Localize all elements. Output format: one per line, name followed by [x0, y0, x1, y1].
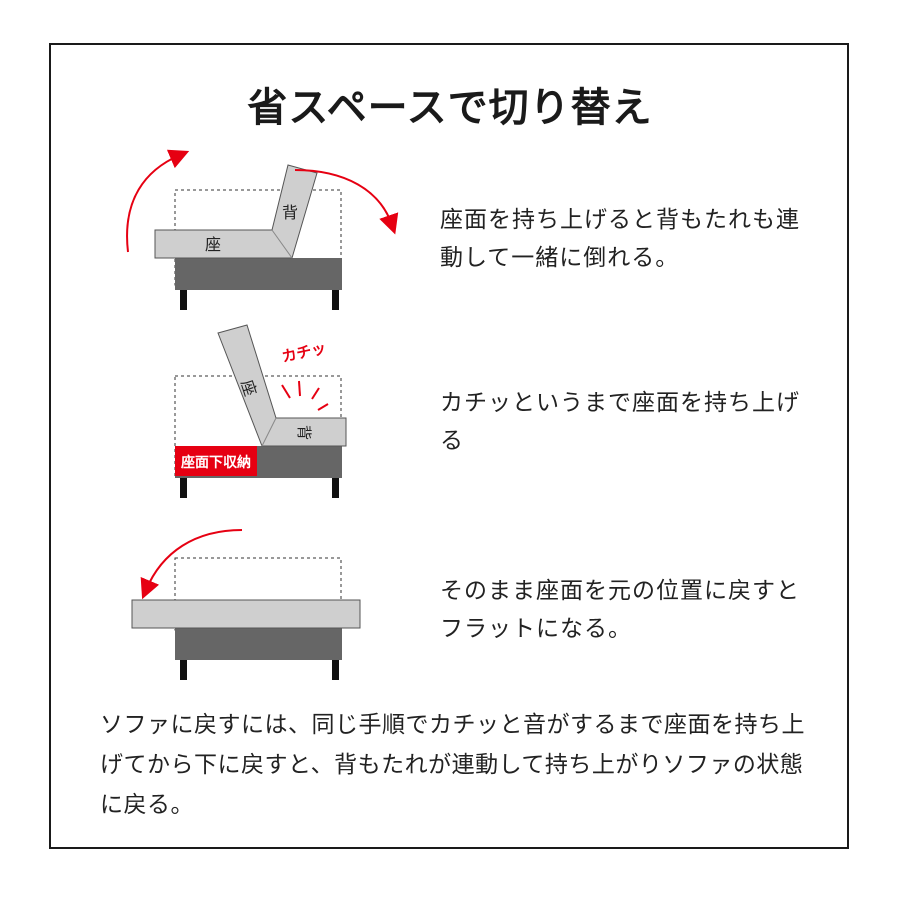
- step2-diagram: 座面下収納 座 背 カチッ: [174, 324, 347, 498]
- step1-leg-right: [332, 290, 339, 310]
- step2-click-sound: カチッ: [280, 339, 328, 366]
- step3-leg-right: [332, 660, 339, 680]
- step2-storage-label: 座面下収納: [181, 454, 251, 471]
- step3-diagram: [131, 529, 361, 680]
- footer-note: ソファに戻すには、同じ手順でカチッと音がするまで座面を持ち上げてから下に戻すと、…: [100, 712, 805, 818]
- step2-leg-right: [332, 478, 339, 498]
- step3-base: [175, 628, 342, 660]
- step2-fold-line: [261, 417, 277, 447]
- step1-leg-left: [180, 290, 187, 310]
- step2-sound-line-2: [298, 380, 301, 397]
- step1-diagram: 座 背: [126, 149, 399, 310]
- step1-back-label: 背: [282, 203, 298, 222]
- step3-flatten-arrow: [140, 529, 243, 600]
- step2-sound-line-3: [311, 387, 320, 400]
- step2-storage-badge: [175, 446, 257, 476]
- step1-fold-arrow: [294, 169, 399, 235]
- step2-sound-line-1: [281, 384, 291, 399]
- content-frame: [49, 43, 849, 849]
- step3-leg-left: [180, 660, 187, 680]
- page-title: 省スペースで切り替え: [247, 85, 653, 131]
- step1-base: [175, 258, 342, 290]
- step1-description: 座面を持ち上げると背もたれも連動して一緒に倒れる。: [440, 207, 800, 271]
- step2-seat-label: 座: [237, 377, 260, 398]
- step3-description: そのまま座面を元の位置に戻すとフラットになる。: [440, 578, 800, 642]
- step2-description: カチッというまで座面を持ち上げる: [440, 390, 800, 454]
- step1-fold-line: [271, 229, 293, 259]
- step2-leg-left: [180, 478, 187, 498]
- step1-seat-label: 座: [205, 235, 221, 254]
- step2-back-label: 背: [295, 425, 313, 440]
- step3-flat-cushion: [131, 599, 361, 629]
- step2-sound-line-4: [317, 403, 329, 411]
- step1-lift-arrow: [126, 149, 190, 253]
